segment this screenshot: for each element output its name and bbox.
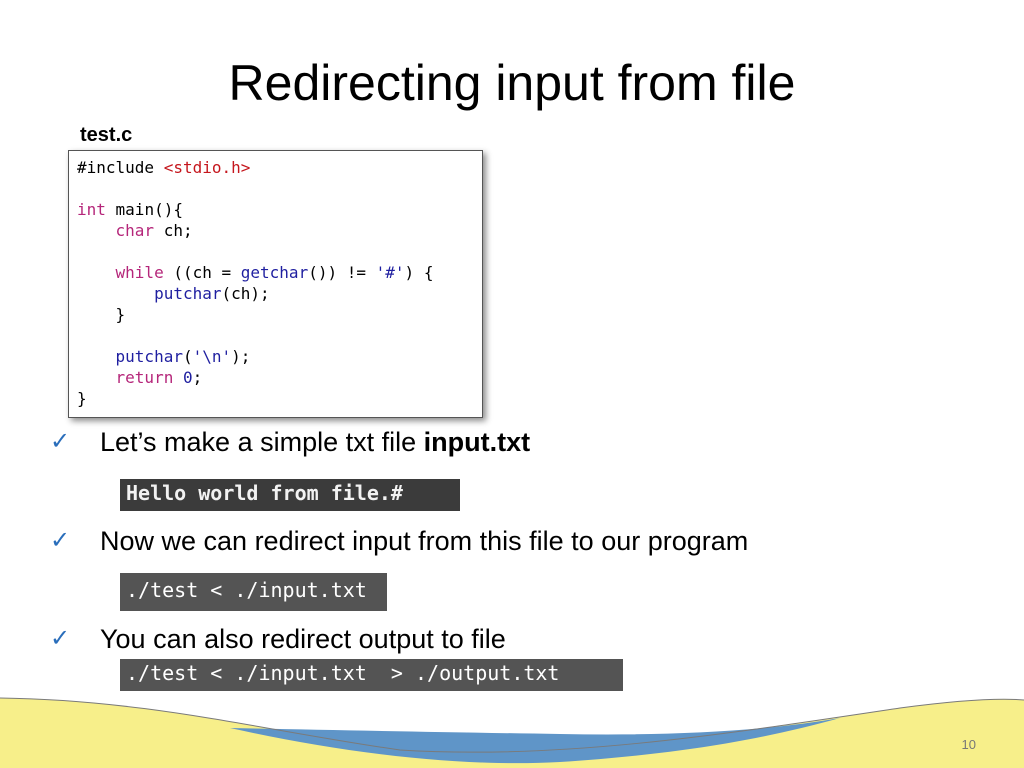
wave-yellow xyxy=(0,698,1024,768)
footer-wave-decoration xyxy=(0,697,1024,768)
checkmark-icon: ✓ xyxy=(50,527,71,554)
code-line xyxy=(77,325,474,346)
code-token: ((ch = xyxy=(163,263,241,282)
code-line: #include <stdio.h> xyxy=(77,157,474,178)
slide-title: Redirecting input from file xyxy=(228,55,796,111)
code-line: } xyxy=(77,388,474,409)
code-token: ) { xyxy=(404,263,434,282)
code-token xyxy=(173,368,183,387)
code-token: return xyxy=(115,368,174,387)
code-token: int xyxy=(77,200,106,219)
code-line: } xyxy=(77,304,474,325)
terminal-redirect-input: ./test < ./input.txt xyxy=(120,573,387,611)
code-token: putchar xyxy=(154,284,222,303)
code-token xyxy=(77,284,154,303)
code-line: putchar('\n'); xyxy=(77,346,474,367)
code-line xyxy=(77,178,474,199)
code-token: #include xyxy=(77,158,164,177)
terminal-redirect-output: ./test < ./input.txt > ./output.txt xyxy=(120,659,623,691)
code-line: int main(){ xyxy=(77,199,474,220)
code-token: getchar xyxy=(240,263,309,282)
bullet-text-bold: input.txt xyxy=(423,427,531,457)
bullet-text: Let’s make a simple txt file input.txt xyxy=(100,427,530,458)
code-token: 0 xyxy=(182,368,193,387)
code-block: #include <stdio.h> int main(){ char ch; w… xyxy=(68,150,483,418)
code-token: ()) != xyxy=(308,263,376,282)
code-token: ; xyxy=(192,368,203,387)
code-token xyxy=(77,368,116,387)
bullet-text: Now we can redirect input from this file… xyxy=(100,526,749,556)
code-token: char xyxy=(115,221,155,240)
code-token: ( xyxy=(182,347,193,366)
code-token: while xyxy=(115,263,164,282)
wave-blue xyxy=(230,718,840,764)
code-token: main(){ xyxy=(105,200,183,219)
code-token: (ch); xyxy=(221,284,270,303)
terminal-input-file: Hello world from file.# xyxy=(120,479,460,511)
code-token: putchar xyxy=(115,347,183,366)
file-label: test.c xyxy=(80,124,133,146)
code-token xyxy=(77,263,116,282)
code-token: ch; xyxy=(154,221,193,240)
code-line: char ch; xyxy=(77,220,474,241)
code-line: putchar(ch); xyxy=(77,283,474,304)
checkmark-icon: ✓ xyxy=(50,625,71,652)
code-line: while ((ch = getchar()) != '#') { xyxy=(77,262,474,283)
code-token: '#' xyxy=(375,263,405,282)
code-token: ); xyxy=(231,347,251,366)
code-token: } xyxy=(77,305,126,324)
code-line: return 0; xyxy=(77,367,474,388)
code-token xyxy=(77,347,116,366)
code-line xyxy=(77,241,474,262)
code-token: <stdio.h> xyxy=(163,158,251,177)
code-token: } xyxy=(77,389,87,408)
bullet-text-plain: Let’s make a simple txt file xyxy=(100,427,424,457)
checkmark-icon: ✓ xyxy=(50,428,71,455)
page-number: 10 xyxy=(961,737,976,752)
code-token: '\n' xyxy=(192,347,232,366)
wave-outline xyxy=(0,697,1024,753)
bullet-text: You can also redirect output to file xyxy=(100,624,506,654)
code-token xyxy=(77,221,116,240)
